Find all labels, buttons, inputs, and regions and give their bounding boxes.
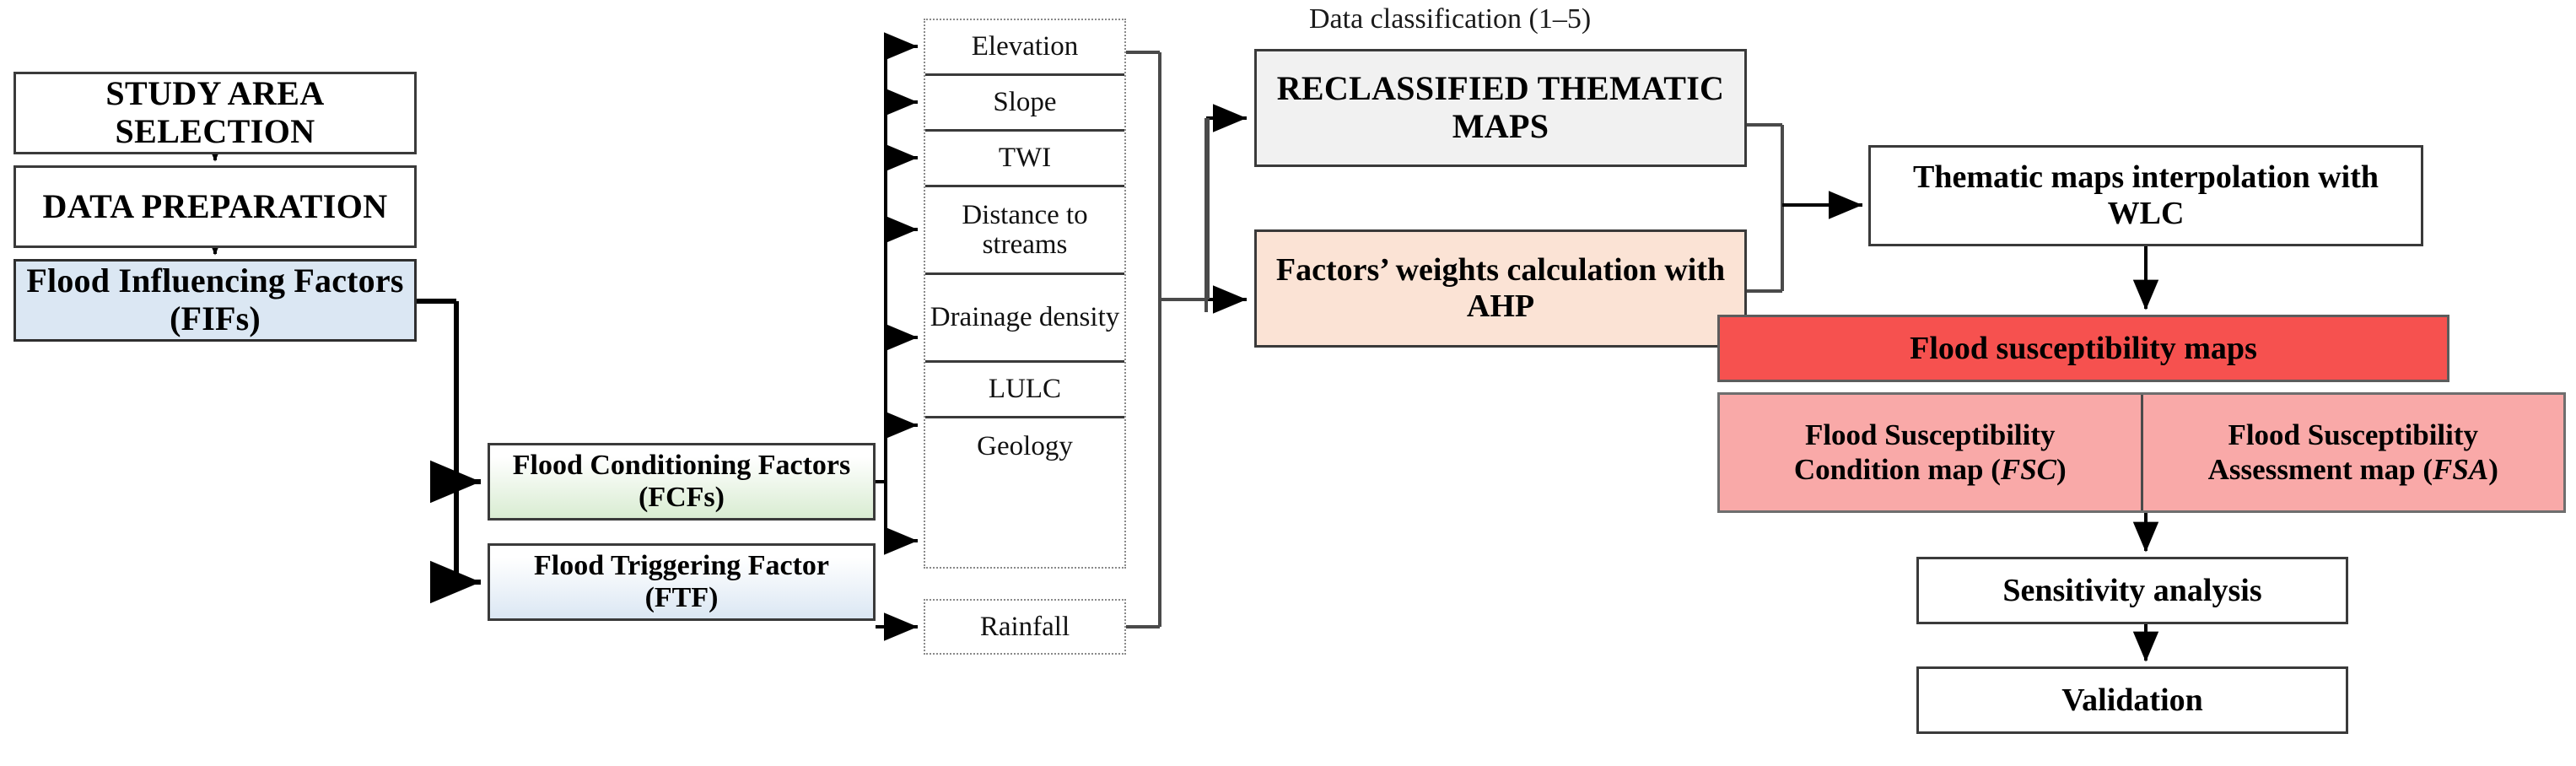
conditioning-factor-list: Elevation Slope TWI Distance to streams … [924, 19, 1126, 569]
wire-fifs-branch [417, 299, 481, 604]
fsa-abbr: FSA [2433, 452, 2489, 486]
node-label: Sensitivity analysis [2002, 572, 2262, 608]
node-flood-susceptibility-maps[interactable]: Flood susceptibility maps [1717, 315, 2449, 382]
factor-label: TWI [998, 143, 1052, 174]
factor-label: LULC [988, 374, 1062, 405]
factor-label: Distance to streams [962, 199, 1088, 260]
factor-label: Drainage density [930, 302, 1120, 333]
factor-label: Elevation [971, 31, 1079, 62]
node-label: RECLASSIFIED THEMATIC MAPS [1276, 69, 1725, 145]
factor-item-elevation[interactable]: Elevation [925, 20, 1124, 76]
wire-factors-to-processing [1126, 51, 1247, 628]
node-data-preparation[interactable]: DATA PREPARATION [13, 165, 417, 248]
node-flood-influencing-factors[interactable]: Flood Influencing Factors (FIFs) [13, 259, 417, 342]
factor-label: Slope [993, 87, 1057, 118]
wire-processing-merge [1747, 123, 1784, 293]
node-thematic-maps-interpolation-wlc[interactable]: Thematic maps interpolation with WLC [1868, 145, 2423, 246]
node-label: Flood Conditioning Factors (FCFs) [512, 449, 851, 513]
wire-fcfs-to-factors [876, 32, 918, 555]
factor-item-lulc[interactable]: LULC [925, 363, 1124, 418]
node-label: Flood Triggering Factor (FTF) [533, 549, 829, 613]
fsc-abbr: FSC [2000, 452, 2057, 486]
node-study-area-selection[interactable]: STUDY AREA SELECTION [13, 72, 417, 154]
factor-label: Geology [977, 430, 1073, 461]
factor-item-geology[interactable]: Geology [925, 418, 1124, 474]
node-factors-weights-ahp[interactable]: Factors’ weights calculation with AHP [1254, 229, 1747, 348]
factor-item-distance-to-streams[interactable]: Distance to streams [925, 187, 1124, 275]
node-label: Factors’ weights calculation with AHP [1275, 252, 1726, 324]
factor-label: Rainfall [979, 611, 1070, 642]
node-flood-conditioning-factors[interactable]: Flood Conditioning Factors (FCFs) [488, 443, 876, 521]
data-classification-caption: Data classification (1–5) [1309, 3, 1592, 35]
node-label: DATA PREPARATION [42, 186, 388, 225]
split-clean [1160, 118, 1210, 301]
node-reclassified-thematic-maps[interactable]: RECLASSIFIED THEMATIC MAPS [1254, 49, 1747, 167]
node-label: Flood Influencing Factors (FIFs) [26, 262, 404, 337]
node-label: Flood susceptibility maps [1910, 330, 2257, 366]
node-label: Thematic maps interpolation with WLC [1912, 159, 2379, 231]
node-label: Validation [2061, 682, 2203, 718]
node-sensitivity-analysis[interactable]: Sensitivity analysis [1916, 557, 2348, 624]
factor-item-slope[interactable]: Slope [925, 76, 1124, 132]
factor-item-twi[interactable]: TWI [925, 132, 1124, 187]
node-flood-triggering-factor[interactable]: Flood Triggering Factor (FTF) [488, 543, 876, 621]
node-validation[interactable]: Validation [1916, 666, 2348, 734]
factor-item-drainage-density[interactable]: Drainage density [925, 275, 1124, 363]
node-label: STUDY AREA SELECTION [105, 74, 325, 150]
factor-item-rainfall[interactable]: Rainfall [924, 599, 1126, 655]
